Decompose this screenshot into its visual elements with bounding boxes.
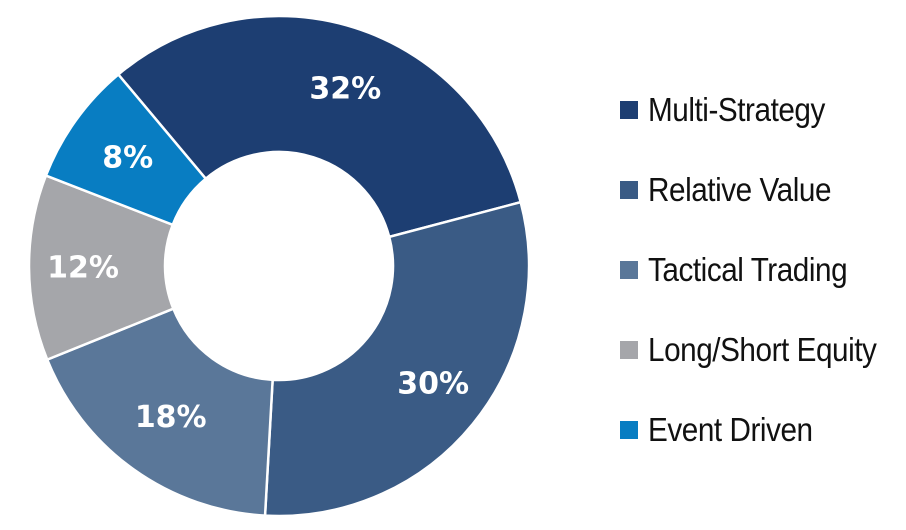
legend-swatch bbox=[620, 261, 638, 279]
legend-label: Multi-Strategy bbox=[648, 91, 825, 128]
slice-value-label: 12% bbox=[47, 250, 119, 285]
legend-label: Relative Value bbox=[648, 171, 832, 208]
donut-slice-event-driven bbox=[44, 72, 208, 227]
slice-value-label: 8% bbox=[102, 141, 153, 176]
donut-slice-tactical-trading bbox=[45, 307, 274, 517]
donut-slice-long-short-equity bbox=[27, 173, 175, 362]
legend-item-multi-strategy: Multi-Strategy bbox=[620, 70, 902, 150]
legend-swatch bbox=[620, 341, 638, 359]
legend-swatch bbox=[620, 181, 638, 199]
slice-value-label: 30% bbox=[397, 367, 469, 402]
donut-slice-relative-value bbox=[263, 200, 531, 518]
legend-item-tactical-trading: Tactical Trading bbox=[620, 230, 902, 310]
slice-value-label: 18% bbox=[135, 400, 207, 435]
donut-chart: 32% 30% 18% 12% 8% bbox=[27, 14, 531, 518]
legend-label: Event Driven bbox=[648, 411, 813, 448]
legend-swatch bbox=[620, 101, 638, 119]
donut-slice-multi-strategy bbox=[116, 14, 523, 239]
legend-label: Long/Short Equity bbox=[648, 331, 877, 368]
legend: Multi-Strategy Relative Value Tactical T… bbox=[620, 70, 902, 470]
slice-value-label: 32% bbox=[309, 72, 381, 107]
legend-item-event-driven: Event Driven bbox=[620, 390, 902, 470]
legend-item-relative-value: Relative Value bbox=[620, 150, 902, 230]
legend-swatch bbox=[620, 421, 638, 439]
legend-label: Tactical Trading bbox=[648, 251, 848, 288]
legend-item-long-short-equity: Long/Short Equity bbox=[620, 310, 902, 390]
